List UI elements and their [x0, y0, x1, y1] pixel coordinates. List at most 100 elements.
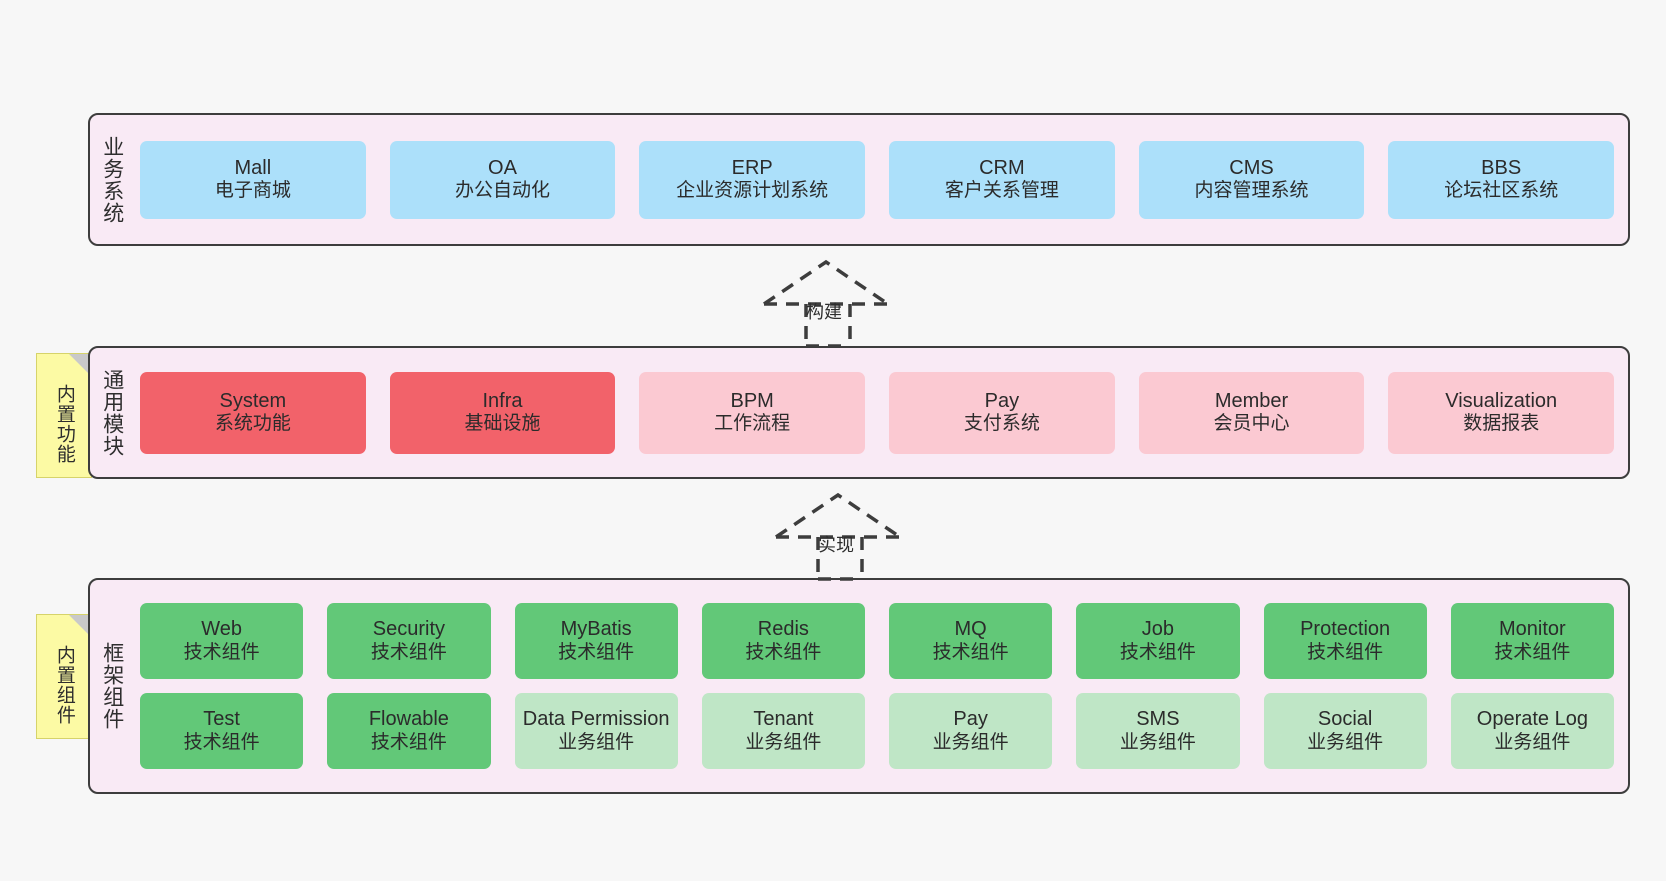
card-row: Web 技术组件 Security 技术组件 MyBatis 技术组件 Redi… — [140, 603, 1614, 679]
card-mybatis[interactable]: MyBatis 技术组件 — [514, 603, 678, 679]
card-infra[interactable]: Infra 基础设施 — [389, 371, 616, 454]
card-title: OA — [488, 156, 517, 179]
card-sms[interactable]: SMS 业务组件 — [1076, 693, 1240, 769]
card-title: CMS — [1229, 156, 1274, 179]
card-subtitle: 技术组件 — [745, 641, 822, 663]
connector-build-glyph — [763, 259, 889, 348]
card-subtitle: 数据报表 — [1463, 413, 1540, 435]
card-subtitle: 电子商城 — [214, 180, 291, 202]
card-erp[interactable]: ERP 企业资源计划系统 — [639, 140, 866, 219]
card-title: Web — [201, 618, 242, 640]
card-flowable[interactable]: Flowable 技术组件 — [327, 693, 491, 769]
card-system[interactable]: System 系统功能 — [140, 371, 366, 454]
card-title: BPM — [730, 389, 774, 412]
card-subtitle: 业务组件 — [1494, 731, 1571, 753]
connector-build-label: 构建 — [806, 302, 842, 322]
note-builtin-function: 内置功能 — [36, 353, 92, 478]
layer-body-common-module: System 系统功能 Infra 基础设施 BPM 工作流程 Pay 支付系统… — [134, 348, 1628, 477]
card-data-permission[interactable]: Data Permission 业务组件 — [514, 693, 678, 769]
card-title: Monitor — [1499, 618, 1566, 640]
card-subtitle: 技术组件 — [183, 641, 260, 663]
card-operate-log[interactable]: Operate Log 业务组件 — [1450, 693, 1614, 769]
card-protection[interactable]: Protection 技术组件 — [1263, 603, 1427, 679]
card-title: Flowable — [368, 708, 449, 730]
card-subtitle: 系统功能 — [214, 413, 291, 435]
note-label: 内置组件 — [53, 644, 75, 725]
card-subtitle: 客户关系管理 — [944, 180, 1059, 202]
card-title: ERP — [731, 156, 773, 179]
card-subtitle: 技术组件 — [558, 641, 635, 663]
card-subtitle: 技术组件 — [370, 731, 447, 753]
card-title: Redis — [757, 618, 809, 640]
card-tenant[interactable]: Tenant 业务组件 — [701, 693, 865, 769]
card-subtitle: 技术组件 — [1307, 641, 1384, 663]
note-fold-icon — [69, 354, 91, 376]
layer-framework-component: 框架组件 Web 技术组件 Security 技术组件 MyBatis 技术组件… — [88, 578, 1630, 794]
card-title: Operate Log — [1476, 708, 1588, 730]
layer-title-framework-component: 框架组件 — [100, 642, 124, 730]
card-bpm[interactable]: BPM 工作流程 — [639, 371, 866, 454]
card-title: Pay — [953, 708, 988, 730]
card-title: Member — [1214, 389, 1289, 412]
layer-body-business-system: Mall 电子商城 OA 办公自动化 ERP 企业资源计划系统 CRM 客户关系… — [134, 115, 1628, 244]
card-title: MyBatis — [560, 618, 632, 640]
card-oa[interactable]: OA 办公自动化 — [389, 140, 616, 219]
card-title: Tenant — [753, 708, 814, 730]
connector-implement: 实现 — [772, 491, 912, 581]
card-social[interactable]: Social 业务组件 — [1263, 693, 1427, 769]
card-mq[interactable]: MQ 技术组件 — [889, 603, 1053, 679]
card-pay-business[interactable]: Pay 业务组件 — [889, 693, 1053, 769]
card-title: CRM — [979, 156, 1025, 179]
card-subtitle: 企业资源计划系统 — [676, 180, 829, 202]
card-subtitle: 技术组件 — [1119, 641, 1196, 663]
card-subtitle: 技术组件 — [370, 641, 447, 663]
card-job[interactable]: Job 技术组件 — [1076, 603, 1240, 679]
card-subtitle: 业务组件 — [932, 731, 1009, 753]
card-subtitle: 论坛社区系统 — [1444, 180, 1559, 202]
layer-common-module: 通用模块 System 系统功能 Infra 基础设施 BPM 工作流程 Pay… — [88, 346, 1630, 479]
card-title: Infra — [482, 389, 523, 412]
card-bbs[interactable]: BBS 论坛社区系统 — [1388, 140, 1615, 219]
layer-business-system: 业务系统 Mall 电子商城 OA 办公自动化 ERP 企业资源计划系统 CRM… — [88, 113, 1630, 246]
card-mall[interactable]: Mall 电子商城 — [140, 140, 366, 219]
card-subtitle: 工作流程 — [714, 413, 791, 435]
card-title: BBS — [1481, 156, 1522, 179]
card-subtitle: 技术组件 — [1494, 641, 1571, 663]
card-title: Pay — [984, 389, 1020, 412]
note-builtin-component: 内置组件 — [36, 614, 92, 739]
card-redis[interactable]: Redis 技术组件 — [701, 603, 865, 679]
card-row: System 系统功能 Infra 基础设施 BPM 工作流程 Pay 支付系统… — [140, 371, 1615, 454]
card-subtitle: 业务组件 — [558, 731, 635, 753]
card-subtitle: 技术组件 — [183, 731, 260, 753]
card-subtitle: 业务组件 — [1119, 731, 1196, 753]
card-subtitle: 会员中心 — [1213, 413, 1290, 435]
card-title: Job — [1141, 618, 1174, 640]
connector-implement-glyph — [775, 492, 901, 581]
connector-build: 构建 — [760, 258, 900, 348]
card-subtitle: 内容管理系统 — [1194, 180, 1309, 202]
card-row: Test 技术组件 Flowable 技术组件 Data Permission … — [140, 693, 1614, 769]
card-web[interactable]: Web 技术组件 — [140, 603, 304, 679]
card-member[interactable]: Member 会员中心 — [1138, 371, 1365, 454]
card-title: Visualization — [1445, 389, 1558, 412]
layer-body-framework-component: Web 技术组件 Security 技术组件 MyBatis 技术组件 Redi… — [134, 580, 1628, 792]
card-cms[interactable]: CMS 内容管理系统 — [1138, 140, 1365, 219]
card-subtitle: 办公自动化 — [455, 180, 551, 202]
card-subtitle: 技术组件 — [932, 641, 1009, 663]
card-title: Test — [203, 708, 240, 730]
card-title: Social — [1317, 708, 1373, 730]
card-title: Protection — [1300, 618, 1391, 640]
layer-title-business-system: 业务系统 — [100, 135, 124, 224]
card-pay[interactable]: Pay 支付系统 — [889, 371, 1115, 454]
card-title: Security — [372, 618, 445, 640]
card-crm[interactable]: CRM 客户关系管理 — [889, 140, 1115, 219]
card-visualization[interactable]: Visualization 数据报表 — [1388, 371, 1615, 454]
card-subtitle: 业务组件 — [1307, 731, 1384, 753]
card-title: Data Permission — [522, 708, 670, 730]
note-fold-icon — [69, 615, 91, 637]
card-title: Mall — [234, 156, 272, 179]
card-monitor[interactable]: Monitor 技术组件 — [1450, 603, 1614, 679]
card-security[interactable]: Security 技术组件 — [327, 603, 491, 679]
card-test[interactable]: Test 技术组件 — [140, 693, 304, 769]
